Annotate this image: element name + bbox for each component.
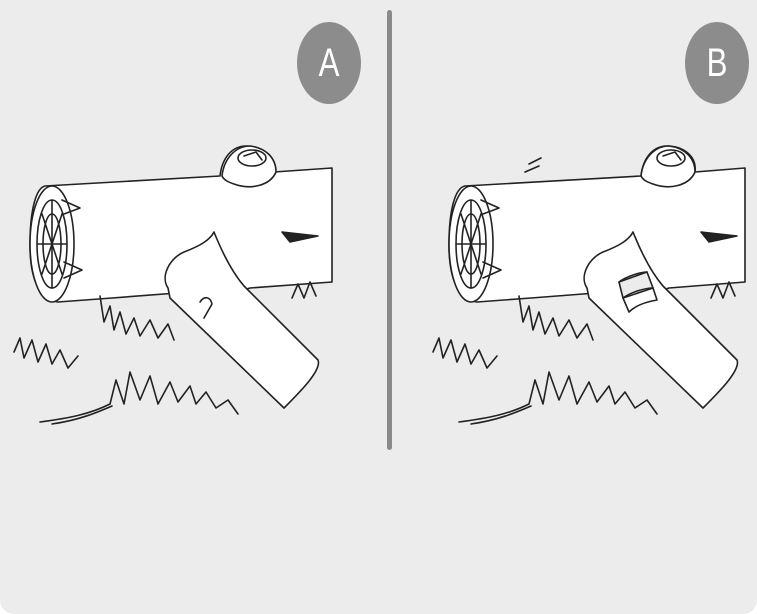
panel-a-badge: A (297, 22, 361, 104)
panel-b-badge: B (685, 22, 749, 104)
panel-a: A (0, 0, 378, 614)
